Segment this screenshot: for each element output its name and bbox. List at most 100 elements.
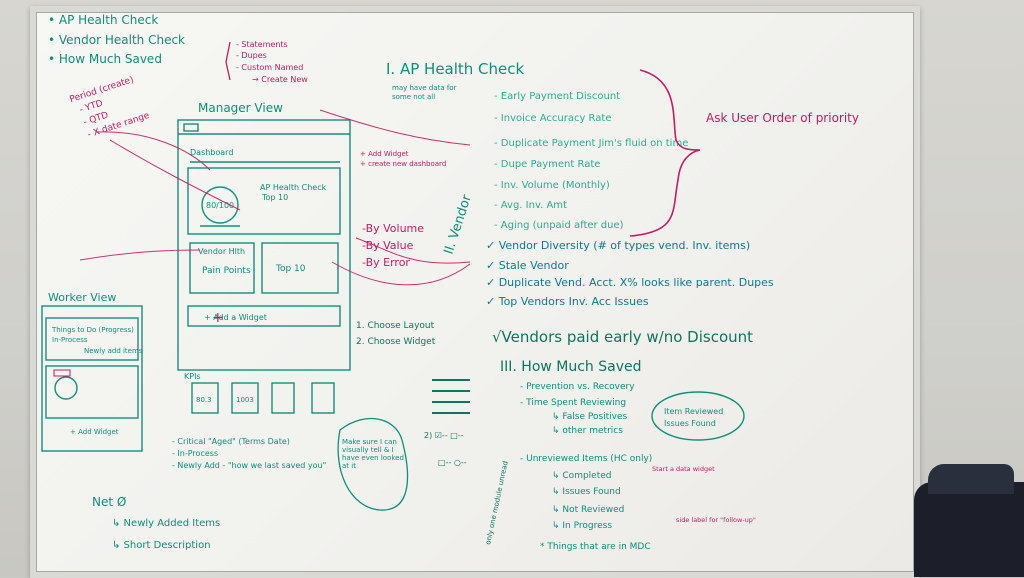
speech-bubble bbox=[337, 417, 409, 511]
score-value: 80/100 bbox=[206, 201, 234, 210]
left-list-item: • AP Health Check bbox=[48, 13, 158, 27]
card-subtitle: Top 10 bbox=[261, 193, 288, 202]
section-ap-title: I. AP Health Check bbox=[386, 60, 525, 78]
left-list-item: • How Much Saved bbox=[48, 52, 162, 66]
ap-item: - Dupe Payment Rate bbox=[494, 159, 600, 170]
worker-wireframe bbox=[41, 305, 143, 452]
bubble-text: Make sure I can visually tell & I have e… bbox=[342, 438, 404, 470]
section-vendor-title: II. Vendor bbox=[442, 192, 476, 256]
circled-item: Issues Found bbox=[664, 419, 716, 428]
glyph-line: □-- ○-- bbox=[438, 458, 467, 467]
vendor-item: ✓ Vendor Diversity (# of types vend. Inv… bbox=[486, 239, 750, 252]
manager-view-title: Manager View bbox=[198, 101, 283, 115]
saved-item: - Time Spent Reviewing bbox=[520, 398, 626, 408]
card-frame bbox=[187, 167, 341, 235]
glyph-line: 2) ☑-- □-- bbox=[424, 431, 464, 440]
by-item: -By Volume bbox=[362, 222, 424, 235]
net-note: Net Ø ↳ Newly Added Items ↳ Short Descri… bbox=[92, 495, 220, 551]
vendor-item: ✓ Stale Vendor bbox=[486, 259, 569, 272]
kpi-tile bbox=[271, 382, 295, 414]
vendor-label: Vendor Hlth bbox=[198, 247, 245, 256]
list-glyph-text: 2) ☑-- □-- □-- ○-- bbox=[424, 431, 467, 467]
top10-card bbox=[261, 242, 339, 294]
top-center-notes: - Statements - Dupes - Custom Named → Cr… bbox=[236, 40, 308, 84]
list-glyph-lines bbox=[432, 379, 470, 414]
ap-item: - Inv. Volume (Monthly) bbox=[494, 180, 610, 191]
add-widget-box bbox=[187, 305, 341, 327]
saved-item: ↳ Completed bbox=[552, 471, 612, 481]
vendor-item: ✓ Top Vendors Inv. Acc Issues bbox=[486, 295, 649, 308]
note-line: In-Process bbox=[52, 336, 88, 344]
vendors-paid-early: √Vendors paid early w/no Discount bbox=[492, 328, 753, 346]
ap-side-note: may have data for some not all bbox=[392, 84, 457, 101]
pain-points-label: Pain Points bbox=[202, 266, 251, 276]
worker-view-title: Worker View bbox=[48, 291, 116, 304]
ap-item: - Duplicate Payment Jim's fluid on time bbox=[494, 138, 688, 149]
left-list: • AP Health Check • Vendor Health Check … bbox=[48, 13, 185, 66]
face-icon bbox=[54, 376, 78, 400]
by-list: -By Volume -By Value -By Error bbox=[362, 222, 424, 269]
saved-item: ↳ In Progress bbox=[552, 521, 612, 531]
left-list-item: • Vendor Health Check bbox=[48, 33, 185, 47]
step: 1. Choose Layout bbox=[356, 321, 435, 331]
note-line: - Custom Named bbox=[236, 63, 303, 72]
add-widget-label: + Add Widget bbox=[70, 428, 119, 436]
side-notes: Start a data widget side label for "foll… bbox=[652, 465, 756, 524]
office-chair bbox=[914, 464, 1024, 577]
top10-label: Top 10 bbox=[275, 264, 306, 274]
critical-item: - In-Process bbox=[172, 449, 218, 458]
by-item: -By Value bbox=[362, 239, 414, 252]
ap-item: - Aging (unpaid after due) bbox=[494, 220, 624, 231]
kpi-tile bbox=[231, 382, 259, 414]
saved-item: - Unreviewed Items (HC only) bbox=[520, 454, 652, 464]
worker-frame bbox=[41, 305, 143, 452]
saved-item: - Prevention vs. Recovery bbox=[520, 382, 635, 392]
ask-user-note: Ask User Order of priority bbox=[706, 111, 859, 125]
manager-wireframe bbox=[177, 119, 351, 414]
kpi-tile bbox=[311, 382, 335, 414]
ap-item: - Invoice Accuracy Rate bbox=[494, 113, 611, 124]
ap-side-note-wrap: may have data for some not all bbox=[392, 84, 457, 101]
circled-item: Item Reviewed bbox=[664, 407, 723, 416]
note-line: ↳ Newly Added Items bbox=[112, 518, 220, 529]
kpi-value: 1003 bbox=[236, 396, 254, 404]
score-dial bbox=[201, 186, 239, 224]
manager-labels: Dashboard AP Health Check Top 10 80/100 … bbox=[184, 148, 327, 404]
badge bbox=[53, 369, 71, 377]
ap-items: - Early Payment Discount - Invoice Accur… bbox=[494, 91, 688, 231]
worker-notes: Things to Do (Progress) In-Process Newly… bbox=[51, 326, 143, 436]
choose-steps: 1. Choose Layout 2. Choose Widget bbox=[356, 321, 436, 347]
circled-items bbox=[651, 391, 745, 441]
vendor-item: ✓ Duplicate Vend. Acct. X% looks like pa… bbox=[486, 276, 774, 289]
plus-icon: + bbox=[212, 310, 224, 326]
add-widget-side: + Add Widget + create new dashboard bbox=[360, 150, 446, 168]
saved-items: - Prevention vs. Recovery - Time Spent R… bbox=[520, 382, 652, 552]
side-note: side label for "follow-up" bbox=[676, 516, 756, 524]
dashboard-label: Dashboard bbox=[190, 148, 233, 157]
saved-item: ↳ other metrics bbox=[552, 426, 623, 436]
connector-lines bbox=[79, 109, 471, 286]
note-line: - Statements bbox=[236, 40, 288, 49]
kpi-value: 80.3 bbox=[196, 396, 212, 404]
pain-points-card bbox=[189, 242, 255, 294]
browser-frame bbox=[177, 119, 351, 371]
kpi-tile bbox=[191, 382, 219, 414]
net-title: Net Ø bbox=[92, 495, 126, 509]
section-saved-title: III. How Much Saved bbox=[500, 359, 642, 375]
vendor-items: ✓ Vendor Diversity (# of types vend. Inv… bbox=[486, 239, 774, 308]
vertical-note: only one module unread bbox=[484, 460, 510, 545]
note-line: ↳ Short Description bbox=[112, 540, 211, 551]
kpis-label: KPIs bbox=[184, 372, 201, 381]
critical-item: - Critical "Aged" (Terms Date) bbox=[172, 437, 290, 446]
saved-item: ↳ False Positives bbox=[552, 412, 628, 422]
add-widget-label: + Add a Widget bbox=[204, 313, 267, 322]
critical-list: - Critical "Aged" (Terms Date) - In-Proc… bbox=[172, 437, 326, 470]
by-item: -By Error bbox=[362, 256, 410, 269]
note-line: → Create New bbox=[252, 75, 308, 84]
brace bbox=[225, 41, 231, 81]
saved-item: * Things that are in MDC bbox=[540, 542, 651, 552]
saved-item: ↳ Issues Found bbox=[552, 487, 621, 497]
note-line: Newly add items bbox=[84, 347, 143, 355]
note-line: + Add Widget bbox=[360, 150, 409, 158]
